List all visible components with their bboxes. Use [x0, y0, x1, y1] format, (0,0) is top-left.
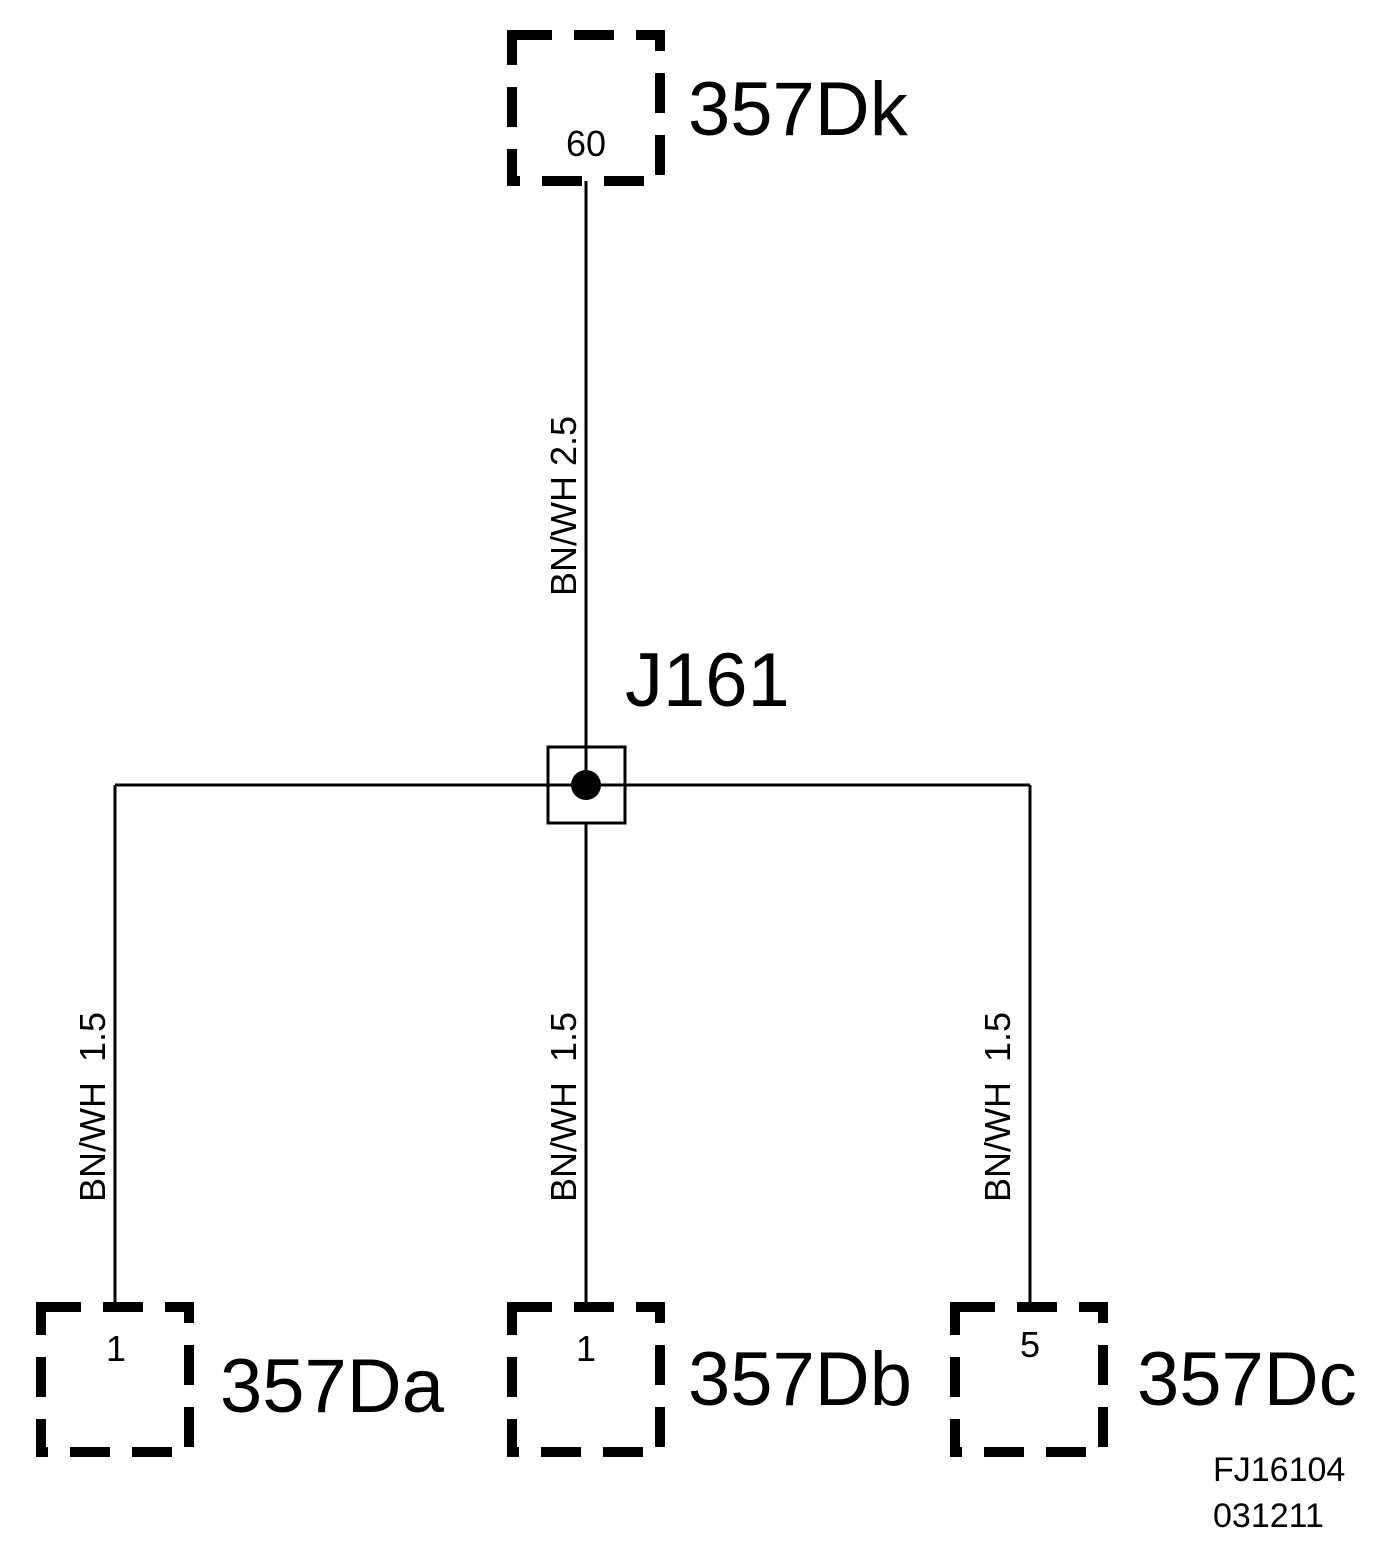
- connector-357dk-label: 357Dk: [688, 67, 909, 152]
- wire-top-label: BN/WH 2.5: [543, 416, 584, 596]
- splice-j161-label: J161: [625, 638, 790, 723]
- connector-357dk-pin: 60: [566, 123, 606, 164]
- connector-357db-box: [507, 1302, 665, 1457]
- connector-357da-label: 357Da: [220, 1344, 445, 1429]
- connector-357dc-box: [950, 1302, 1108, 1457]
- reference-date: 031211: [1213, 1497, 1324, 1535]
- wire-left-label: BN/WH 1.5: [72, 1012, 113, 1202]
- connector-357dc-pin: 5: [1020, 1324, 1040, 1365]
- connector-357db-pin: 1: [576, 1328, 596, 1369]
- connector-357dc[interactable]: 5 357Dc: [950, 1302, 1357, 1457]
- connector-357dk[interactable]: 60 357Dk: [507, 30, 909, 186]
- splice-j161[interactable]: J161: [546, 638, 790, 825]
- wire-right-label: BN/WH 1.5: [977, 1012, 1018, 1202]
- reference-code: FJ16104: [1213, 1451, 1345, 1489]
- connector-357da[interactable]: 1 357Da: [36, 1302, 445, 1457]
- connector-357dc-label: 357Dc: [1137, 1337, 1357, 1422]
- wire-middle-label: BN/WH 1.5: [543, 1012, 584, 1202]
- connector-357db[interactable]: 1 357Db: [507, 1302, 912, 1457]
- connector-357da-box: [36, 1302, 194, 1457]
- connector-357da-pin: 1: [106, 1328, 126, 1369]
- connector-357db-label: 357Db: [688, 1337, 912, 1422]
- connector-357dk-box: [507, 30, 665, 186]
